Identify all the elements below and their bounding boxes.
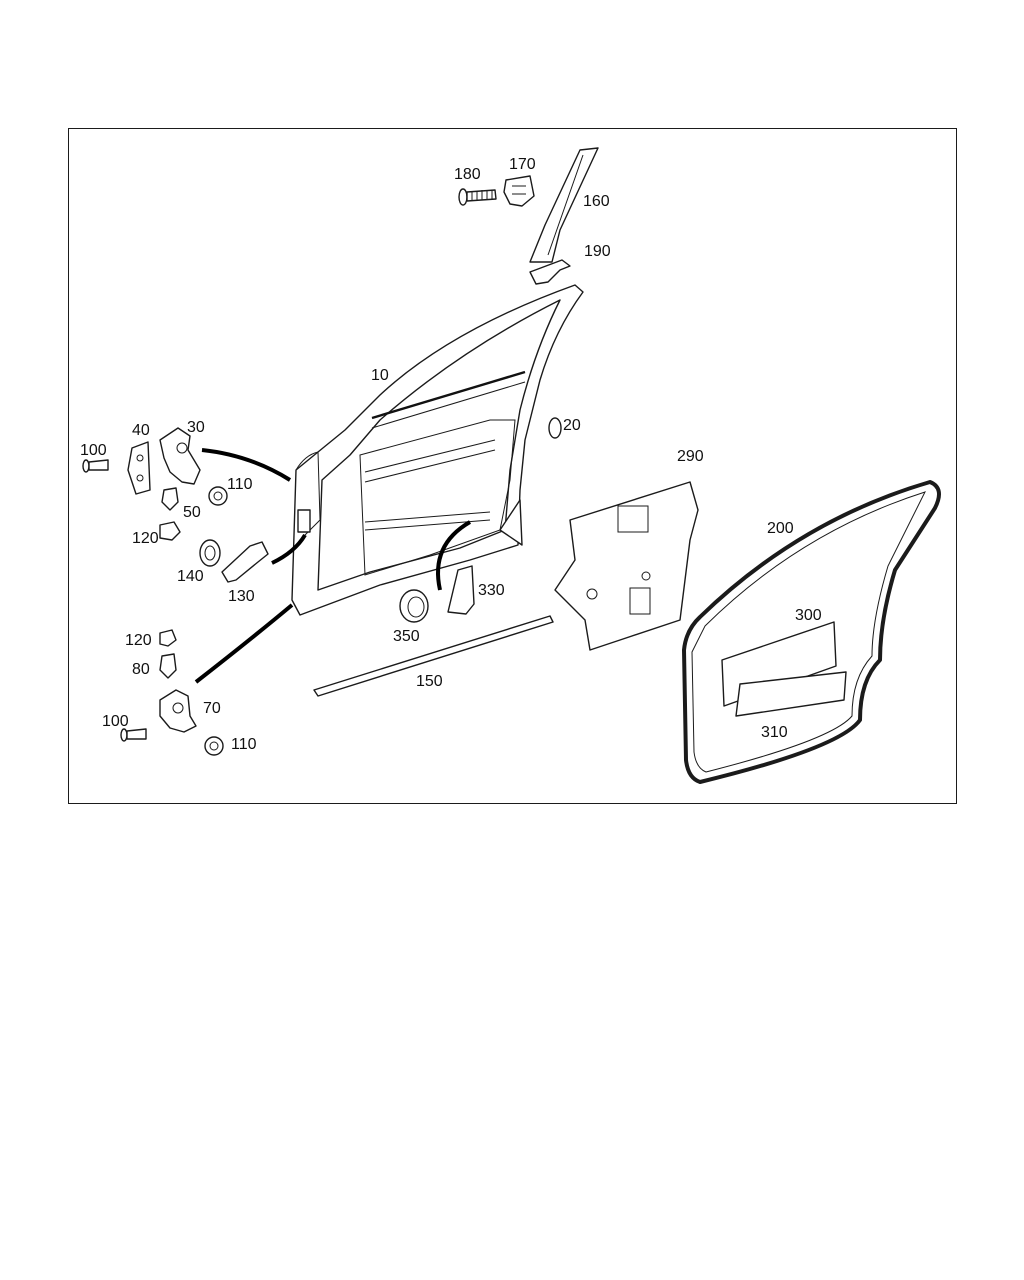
arrow-330 — [436, 520, 472, 591]
label-120-upper: 120 — [132, 530, 159, 547]
nut-lower — [204, 736, 224, 756]
nut-upper — [208, 486, 228, 506]
arrow-lower — [194, 603, 294, 684]
cable-boot-part — [221, 541, 269, 583]
hinge-screw-upper — [82, 459, 109, 473]
label-350: 350 — [393, 628, 420, 645]
ring-part — [399, 589, 429, 623]
label-140: 140 — [177, 568, 204, 585]
label-150: 150 — [416, 673, 443, 690]
label-100-lower: 100 — [102, 713, 129, 730]
nut-120-lower — [159, 629, 177, 647]
pad-part-310 — [735, 671, 847, 717]
holder-part — [447, 565, 475, 615]
label-10: 10 — [371, 367, 389, 384]
clip-part — [503, 175, 535, 207]
label-50: 50 — [183, 504, 201, 521]
nut-120-upper — [159, 521, 181, 541]
arrow-middle — [271, 533, 307, 565]
hinge-screw-lower — [120, 728, 147, 742]
sill-trim-part — [313, 615, 554, 697]
label-330: 330 — [478, 582, 505, 599]
label-170: 170 — [509, 156, 536, 173]
diagram-frame — [68, 128, 957, 804]
label-160: 160 — [583, 193, 610, 210]
label-120-lower: 120 — [125, 632, 152, 649]
bracket-part — [529, 259, 571, 285]
label-200: 200 — [767, 520, 794, 537]
hinge-pin-upper — [161, 487, 179, 511]
label-80: 80 — [132, 661, 150, 678]
screw-part — [458, 188, 497, 206]
lower-hinge-part — [159, 689, 197, 733]
label-40: 40 — [132, 422, 150, 439]
label-100-upper: 100 — [80, 442, 107, 459]
label-110-lower: 110 — [231, 736, 257, 753]
cover-part — [554, 481, 699, 651]
hinge-pin-lower — [159, 653, 177, 679]
label-110-upper: 110 — [227, 476, 253, 493]
label-310: 310 — [761, 724, 788, 741]
grommet-part — [199, 539, 221, 567]
arrow-upper — [201, 448, 292, 482]
label-190: 190 — [584, 243, 611, 260]
label-300: 300 — [795, 607, 822, 624]
label-20: 20 — [563, 417, 581, 434]
plug-part — [548, 417, 562, 439]
door-seal-part — [682, 480, 941, 784]
window-trim-part — [529, 147, 599, 263]
label-70: 70 — [203, 700, 221, 717]
label-290: 290 — [677, 448, 704, 465]
label-180: 180 — [454, 166, 481, 183]
door-shell-part — [291, 284, 584, 616]
upper-hinge-part — [127, 427, 201, 495]
label-30: 30 — [187, 419, 205, 436]
label-130: 130 — [228, 588, 255, 605]
